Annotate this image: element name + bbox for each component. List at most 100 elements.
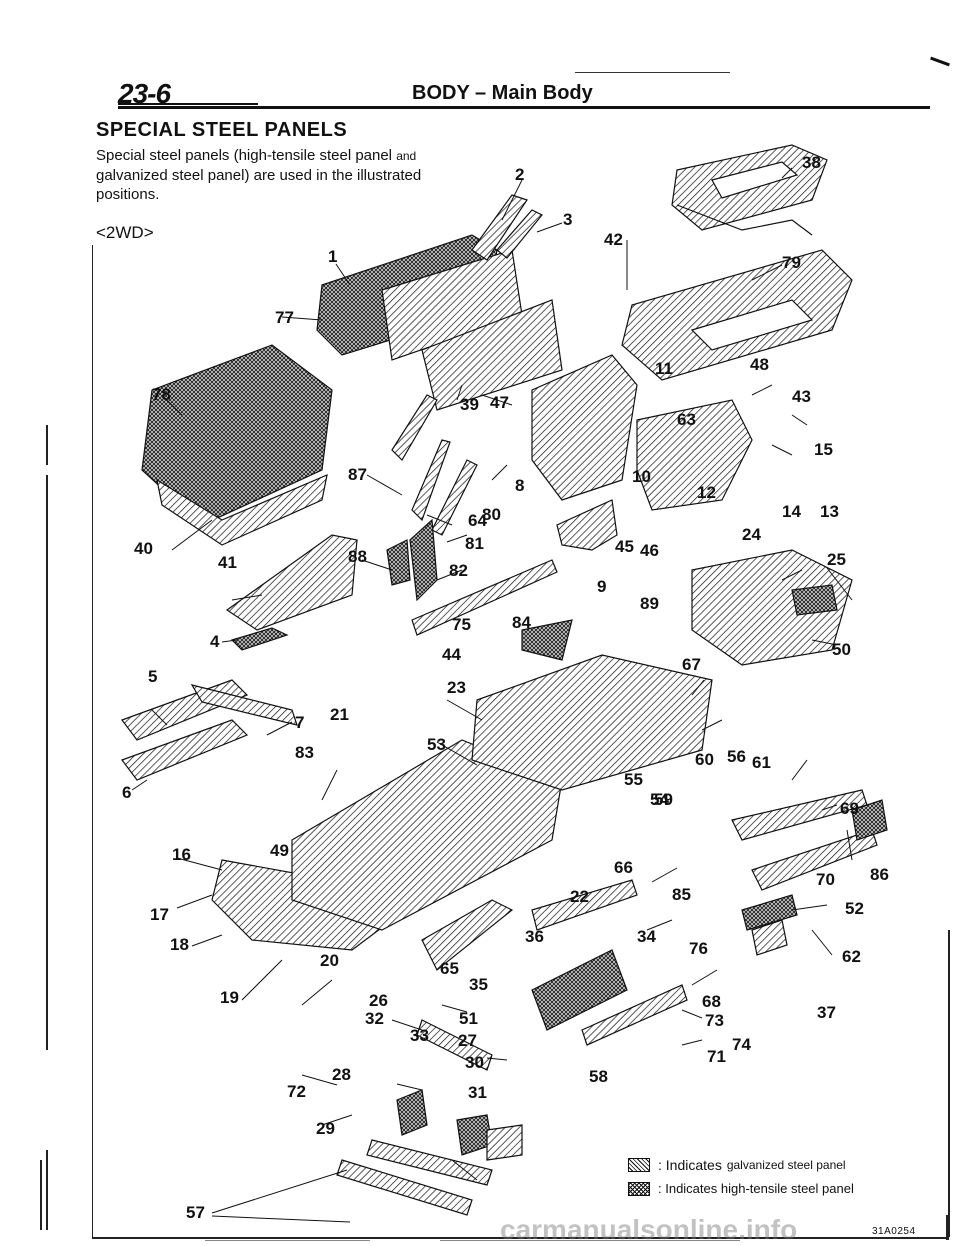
- callout-64: 64: [468, 511, 487, 530]
- callout-65: 65: [440, 959, 459, 978]
- callout-10: 10: [632, 467, 651, 486]
- callout-57: 57: [186, 1203, 205, 1222]
- callout-24: 24: [742, 525, 761, 544]
- callout-45: 45: [615, 537, 634, 556]
- callout-5: 5: [148, 667, 157, 686]
- intro-line2: galvanized steel panel) are used in the …: [96, 167, 422, 184]
- header-rule: [118, 106, 930, 109]
- callout-28: 28: [332, 1065, 351, 1084]
- callout-layer: 1234567891011121314151617181920212223242…: [122, 153, 889, 1222]
- frame-bottom: [92, 1237, 949, 1239]
- callout-79: 79: [782, 253, 801, 272]
- callout-70: 70: [816, 870, 835, 889]
- callout-75: 75: [452, 615, 471, 634]
- callout-21: 21: [330, 705, 349, 724]
- callout-23: 23: [447, 678, 466, 697]
- intro-line1: Special steel panels (high-tensile steel…: [96, 147, 397, 164]
- callout-77: 77: [275, 308, 294, 327]
- callout-19: 19: [220, 988, 239, 1007]
- callout-33: 33: [410, 1026, 429, 1045]
- callout-12: 12: [697, 483, 716, 502]
- callout-43: 43: [792, 387, 811, 406]
- callout-1: 1: [328, 247, 337, 266]
- callout-82: 82: [449, 561, 468, 580]
- callout-50: 50: [832, 640, 851, 659]
- callout-49: 49: [270, 841, 289, 860]
- margin-mark: [40, 1160, 42, 1230]
- callout-18: 18: [170, 935, 189, 954]
- callout-76: 76: [689, 939, 708, 958]
- legend-galvanized: : Indicates galvanized steel panel: [628, 1157, 846, 1173]
- callout-52: 52: [845, 899, 864, 918]
- callout-27: 27: [458, 1031, 477, 1050]
- callout-53: 53: [427, 735, 446, 754]
- callout-87: 87: [348, 465, 367, 484]
- callout-20: 20: [320, 951, 339, 970]
- callout-41: 41: [218, 553, 237, 572]
- callout-34: 34: [637, 927, 656, 946]
- callout-61: 61: [752, 753, 771, 772]
- margin-mark: [46, 475, 48, 1050]
- callout-29: 29: [316, 1119, 335, 1138]
- exploded-body-diagram: 1234567891011121314151617181920212223242…: [121, 144, 889, 1223]
- callout-36: 36: [525, 927, 544, 946]
- watermark: carmanualsonline.info: [500, 1214, 798, 1245]
- callout-8: 8: [515, 476, 524, 495]
- callout-74: 74: [732, 1035, 751, 1054]
- callout-68: 68: [702, 992, 721, 1011]
- callout-6: 6: [122, 783, 131, 802]
- callout-7: 7: [295, 713, 304, 732]
- callout-4: 4: [210, 632, 220, 651]
- callout-63: 63: [677, 410, 696, 429]
- callout-81: 81: [465, 534, 484, 553]
- callout-58: 58: [589, 1067, 608, 1086]
- legend-galvanized-prefix: : Indicates: [658, 1157, 722, 1173]
- callout-60: 60: [695, 750, 714, 769]
- callout-73: 73: [705, 1011, 724, 1030]
- footer-rule: [205, 1240, 370, 1241]
- callout-89: 89: [640, 594, 659, 613]
- header-rule-accent: [118, 103, 258, 105]
- callout-84: 84: [512, 613, 531, 632]
- frame-right: [948, 930, 950, 1237]
- callout-25: 25: [827, 550, 846, 569]
- margin-mark: [46, 425, 48, 465]
- legend-galvanized-text: galvanized steel panel: [726, 1158, 846, 1172]
- margin-mark: [46, 1150, 48, 1230]
- callout-66: 66: [614, 858, 633, 877]
- callout-80: 80: [482, 505, 501, 524]
- callout-37: 37: [817, 1003, 836, 1022]
- callout-16: 16: [172, 845, 191, 864]
- callout-11: 11: [655, 359, 673, 378]
- callout-72: 72: [287, 1082, 306, 1101]
- section-title: SPECIAL STEEL PANELS: [96, 119, 348, 141]
- callout-48: 48: [750, 355, 769, 374]
- figure-code: 31A0254: [872, 1226, 916, 1237]
- callout-83: 83: [295, 743, 314, 762]
- callout-47: 47: [490, 393, 509, 412]
- intro-paragraph: Special steel panels (high-tensile steel…: [96, 146, 516, 204]
- callout-38: 38: [802, 153, 821, 172]
- callout-39: 39: [460, 395, 479, 414]
- callout-13: 13: [820, 502, 839, 521]
- running-head: BODY – Main Body: [412, 82, 593, 104]
- callout-14: 14: [782, 502, 801, 521]
- callout-42: 42: [604, 230, 623, 249]
- top-rule: [575, 72, 730, 73]
- callout-69: 69: [840, 799, 859, 818]
- callout-88: 88: [348, 547, 367, 566]
- callout-56: 56: [727, 747, 746, 766]
- callout-9: 9: [597, 577, 606, 596]
- callout-55: 55: [624, 770, 643, 789]
- callout-62: 62: [842, 947, 861, 966]
- callout-32: 32: [365, 1009, 384, 1028]
- callout-85: 85: [672, 885, 691, 904]
- callout-3: 3: [563, 210, 572, 229]
- callout-59: 59: [654, 790, 673, 809]
- margin-mark: [946, 1215, 949, 1240]
- callout-71: 71: [707, 1047, 726, 1066]
- callout-26: 26: [369, 991, 388, 1010]
- callout-44: 44: [442, 645, 461, 664]
- frame-left: [92, 245, 93, 1237]
- callout-17: 17: [150, 905, 169, 924]
